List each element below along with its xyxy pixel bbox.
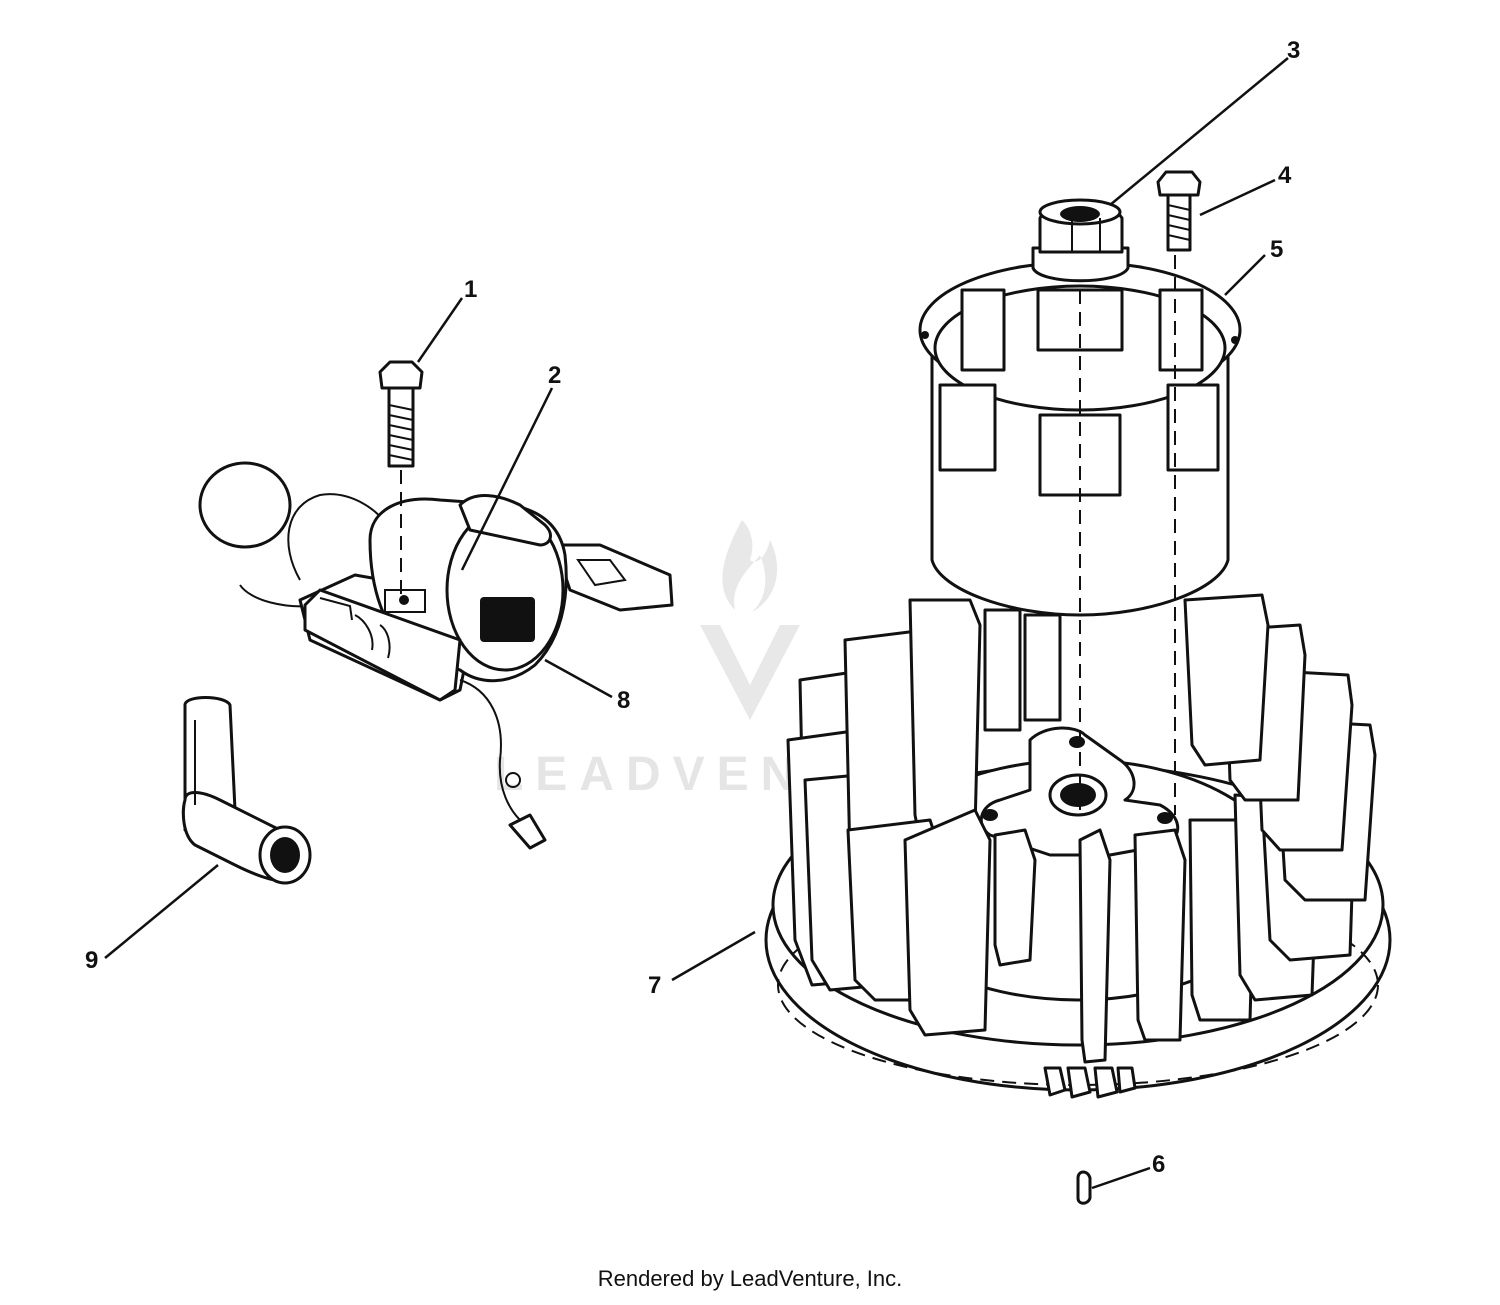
callout-4: 4 bbox=[1278, 162, 1292, 189]
callout-8: 8 bbox=[617, 687, 630, 714]
leader-lines bbox=[104, 57, 1289, 1190]
ignition-coil-assembly bbox=[181, 450, 674, 885]
callout-1: 1 bbox=[464, 276, 477, 303]
flywheel-assembly bbox=[764, 593, 1392, 1099]
callout-3: 3 bbox=[1287, 37, 1300, 64]
rendered-by-credit: Rendered by LeadVenture, Inc. bbox=[597, 1266, 903, 1291]
callout-5: 5 bbox=[1270, 236, 1283, 263]
callout-7: 7 bbox=[648, 972, 661, 999]
callout-6: 6 bbox=[1152, 1151, 1165, 1178]
callout-9: 9 bbox=[85, 947, 98, 974]
flywheel-fins bbox=[786, 593, 1377, 1064]
flywheel-key bbox=[1076, 1170, 1092, 1205]
callout-2: 2 bbox=[548, 362, 561, 389]
coil-mounting-bolt bbox=[378, 360, 424, 600]
callout-numbers: 1 2 3 4 5 6 7 8 9 bbox=[85, 37, 1300, 1178]
screen-mounting-bolt bbox=[1156, 170, 1202, 252]
flywheel-nut bbox=[1031, 198, 1130, 283]
